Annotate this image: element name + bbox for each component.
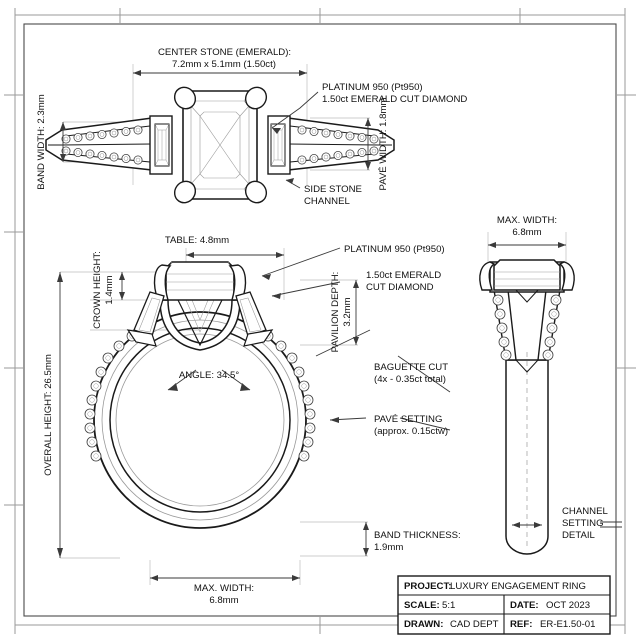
front-center-stone-facets bbox=[494, 271, 560, 287]
profile-right-baguette-facets bbox=[239, 297, 262, 333]
frame-tick-marks bbox=[4, 8, 636, 634]
front-left-pave-stones bbox=[492, 294, 512, 361]
top-band-width-label: BAND WIDTH: 2.3mm bbox=[36, 94, 47, 189]
top-center-stone-label-1: CENTER STONE (EMERALD): bbox=[158, 47, 291, 58]
profile-pave-setting-label-1: PAVÉ SETTING bbox=[374, 414, 442, 425]
profile-pavilion-label-2: 3.2mm bbox=[342, 297, 353, 326]
profile-overall-height-label: OVERALL HEIGHT: 26.5mm bbox=[43, 354, 54, 476]
profile-prongs bbox=[153, 264, 247, 301]
top-view-prongs bbox=[173, 86, 268, 204]
front-center-stone bbox=[493, 259, 561, 291]
top-view-leaders bbox=[271, 91, 319, 189]
profile-center-stone bbox=[165, 261, 235, 301]
front-view-dimensions bbox=[488, 242, 566, 528]
profile-baguette-label-2: (4x - 0.35ct total) bbox=[374, 374, 446, 385]
top-view-left-baguette-facets bbox=[154, 123, 170, 167]
top-platinum-label-1: PLATINUM 950 (Pt950) bbox=[322, 82, 423, 93]
front-max-width-label-2: 6.8mm bbox=[512, 227, 541, 238]
profile-max-width-label-2: 6.8mm bbox=[209, 595, 238, 606]
profile-crown-label-1: CROWN HEIGHT: bbox=[92, 251, 103, 329]
profile-center-pavilion bbox=[177, 299, 223, 347]
top-pave-width-label: PAVÉ WIDTH: 1.8mm bbox=[378, 98, 389, 191]
profile-left-baguette-facets bbox=[138, 297, 161, 333]
title-scale-value: 5:1 bbox=[442, 600, 455, 611]
title-project-value: LUXURY ENGAGEMENT RING bbox=[450, 581, 586, 592]
top-view-left-pave-facets bbox=[63, 127, 141, 163]
profile-view bbox=[84, 261, 316, 529]
front-right-pave-stones bbox=[542, 294, 562, 361]
profile-emerald-label-2: CUT DIAMOND bbox=[366, 282, 434, 293]
title-scale-key: SCALE: bbox=[404, 600, 440, 611]
profile-max-width-label-1: MAX. WIDTH: bbox=[194, 583, 254, 594]
front-channel-label-3: DETAIL bbox=[562, 530, 596, 541]
profile-emerald-label-1: 1.50ct EMERALD bbox=[366, 270, 441, 281]
profile-dimensions bbox=[57, 252, 369, 581]
title-drawn-key: DRAWN: bbox=[404, 619, 443, 630]
profile-platinum-label: PLATINUM 950 (Pt950) bbox=[344, 244, 445, 255]
top-side-stone-label-2: CHANNEL bbox=[304, 196, 351, 207]
front-channel-label-1: CHANNEL bbox=[562, 506, 609, 517]
title-date-value: OCT 2023 bbox=[546, 600, 590, 611]
profile-leaders bbox=[261, 247, 451, 431]
front-left-pave-facets bbox=[495, 297, 509, 358]
top-view-right-pave-facets bbox=[299, 127, 377, 163]
top-center-stone-label-2: 7.2mm x 5.1mm (1.50ct) bbox=[172, 59, 276, 70]
top-view-right-pave-stones bbox=[297, 125, 379, 165]
profile-left-pave-facets bbox=[87, 333, 135, 459]
title-ref-value: ER-E1.50-01 bbox=[540, 619, 595, 630]
top-view bbox=[45, 86, 395, 204]
front-band-shaft bbox=[505, 359, 549, 555]
front-prongs bbox=[479, 261, 575, 291]
top-view-dimensions bbox=[60, 70, 371, 170]
front-max-width-label-1: MAX. WIDTH: bbox=[497, 215, 557, 226]
profile-pave-setting-label-2: (approx. 0.15ctw) bbox=[374, 426, 448, 437]
profile-crown-label-2: 1.4mm bbox=[104, 275, 115, 304]
profile-right-baguette-seat bbox=[243, 329, 274, 347]
top-side-stone-label-1: SIDE STONE bbox=[304, 184, 362, 195]
front-view bbox=[479, 259, 575, 555]
top-view-left-pave-stones bbox=[61, 125, 143, 165]
title-project-key: PROJECT: bbox=[404, 581, 451, 592]
profile-baguette-label-1: BAGUETTE CUT bbox=[374, 362, 448, 373]
front-channel-label-2: SETTING bbox=[562, 518, 604, 529]
profile-pavilion-facets bbox=[185, 299, 215, 333]
title-block bbox=[397, 575, 611, 635]
front-right-pave-facets bbox=[545, 297, 559, 358]
top-platinum-label-2: 1.50ct EMERALD CUT DIAMOND bbox=[322, 94, 467, 105]
profile-band-thickness-label-2: 1.9mm bbox=[374, 542, 403, 553]
front-channel-v bbox=[515, 289, 539, 373]
title-date-key: DATE: bbox=[510, 600, 539, 611]
title-drawn-value: CAD DEPT bbox=[450, 619, 499, 630]
profile-band-thickness-label-1: BAND THICKNESS: bbox=[374, 530, 461, 541]
profile-table-label: TABLE: 4.8mm bbox=[165, 235, 229, 246]
title-ref-key: REF: bbox=[510, 619, 532, 630]
profile-band-inner bbox=[109, 327, 291, 513]
profile-pavilion-label-1: PAVILION DEPTH: bbox=[330, 272, 341, 353]
profile-angle-label: ANGLE: 34.5° bbox=[179, 370, 240, 381]
channel-detail-leader bbox=[600, 521, 622, 528]
profile-left-baguette-seat bbox=[126, 329, 157, 347]
profile-band bbox=[93, 311, 307, 529]
